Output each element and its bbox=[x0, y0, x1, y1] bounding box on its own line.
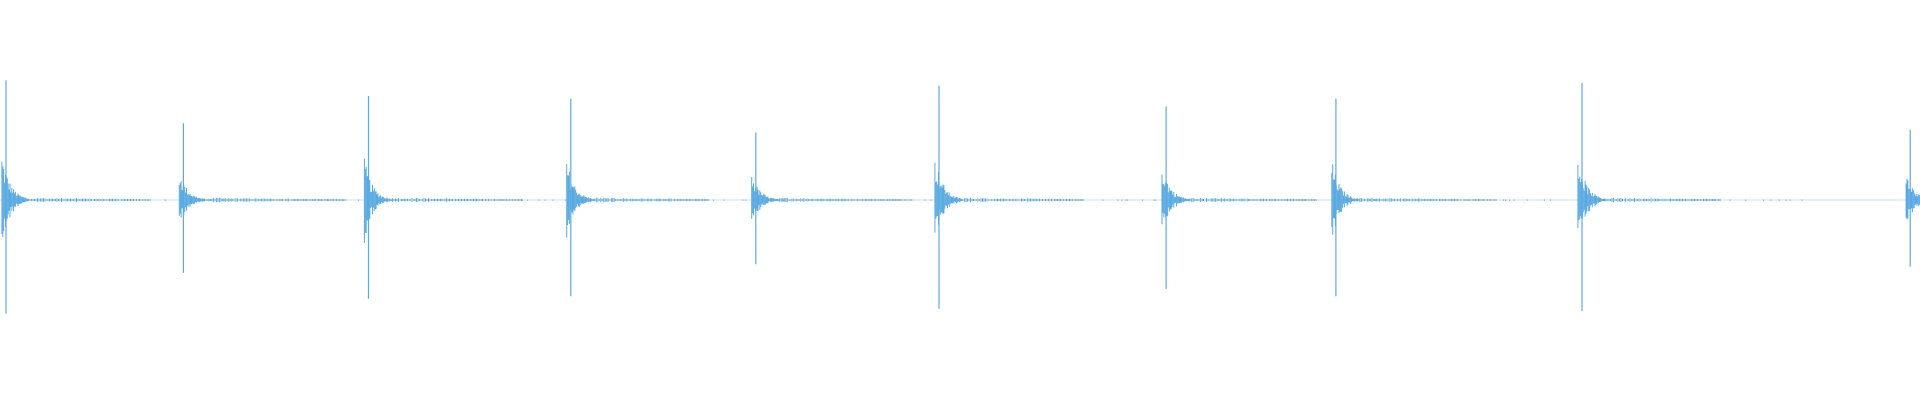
waveform-sample bbox=[501, 199, 503, 201]
waveform-sample bbox=[1770, 199, 1772, 201]
waveform-sample bbox=[893, 199, 895, 201]
waveform-sample bbox=[886, 199, 888, 201]
waveform-sample bbox=[1303, 199, 1305, 201]
waveform-sample bbox=[1314, 199, 1315, 201]
waveform-sample bbox=[742, 199, 744, 201]
waveform-sample bbox=[1153, 199, 1155, 201]
transient-7 bbox=[1161, 106, 1377, 289]
waveform-sample bbox=[565, 199, 567, 201]
waveform-sample bbox=[1785, 199, 1787, 201]
transient-10 bbox=[1905, 129, 1920, 267]
waveform-sample bbox=[1142, 199, 1143, 201]
waveform-peaks bbox=[1, 80, 1920, 314]
waveform-sample bbox=[322, 199, 324, 201]
waveform-sample bbox=[1077, 199, 1079, 201]
waveform-sample bbox=[1502, 199, 1504, 201]
waveform-sample bbox=[1714, 199, 1716, 201]
waveform-sample bbox=[1102, 199, 1104, 201]
waveform-sample bbox=[924, 199, 926, 201]
waveform-sample bbox=[1745, 199, 1747, 201]
transient-5 bbox=[751, 132, 964, 265]
waveform-sample bbox=[521, 199, 523, 201]
waveform-sample bbox=[1543, 199, 1545, 201]
waveform-sample bbox=[1125, 199, 1127, 201]
waveform-sample bbox=[1121, 199, 1123, 201]
waveform-sample bbox=[1155, 199, 1157, 201]
waveform-sample bbox=[317, 199, 319, 201]
waveform-sample bbox=[552, 199, 554, 201]
waveform-sample bbox=[1729, 199, 1731, 201]
waveform-sample bbox=[1300, 199, 1302, 201]
transient-8 bbox=[1331, 98, 1551, 297]
waveform-sample bbox=[930, 199, 932, 201]
waveform-sample bbox=[1718, 199, 1720, 201]
waveform-sample bbox=[1801, 199, 1803, 201]
waveform-sample bbox=[1075, 199, 1077, 201]
waveform-sample bbox=[1550, 199, 1551, 201]
waveform-sample bbox=[745, 199, 747, 201]
transient-4 bbox=[566, 98, 791, 297]
waveform-sample bbox=[342, 199, 344, 201]
waveform-sample bbox=[146, 199, 148, 201]
waveform-sample bbox=[527, 199, 529, 201]
waveform-sample bbox=[1509, 199, 1510, 201]
waveform-sample bbox=[1127, 199, 1129, 201]
waveform-sample bbox=[1789, 199, 1791, 201]
waveform-sample bbox=[723, 199, 725, 201]
waveform-sample bbox=[1763, 199, 1764, 201]
transient-2 bbox=[178, 123, 403, 273]
waveform-sample bbox=[358, 199, 359, 201]
transient-9 bbox=[1577, 83, 1803, 312]
waveform-sample bbox=[789, 199, 791, 201]
transient-1 bbox=[1, 80, 225, 314]
waveform-sample bbox=[1526, 199, 1528, 201]
waveform-sample bbox=[328, 199, 329, 201]
waveform-sample bbox=[538, 199, 540, 201]
waveform-sample bbox=[713, 199, 714, 201]
waveform-sample bbox=[1468, 199, 1470, 201]
transient-3 bbox=[363, 96, 586, 299]
waveform-sample bbox=[1482, 199, 1484, 201]
waveform-sample bbox=[544, 199, 546, 201]
waveform-sample bbox=[507, 199, 509, 201]
waveform-sample bbox=[891, 199, 893, 201]
waveform-sample bbox=[1504, 199, 1506, 201]
waveform-sample bbox=[1513, 199, 1515, 201]
transient-6 bbox=[934, 85, 1157, 309]
waveform-sample bbox=[1778, 199, 1780, 201]
waveform-sample bbox=[313, 199, 315, 201]
waveform-sample bbox=[401, 199, 403, 201]
waveform-sample bbox=[164, 199, 166, 201]
waveform-sample bbox=[885, 199, 887, 201]
waveform-sample bbox=[1117, 199, 1119, 201]
